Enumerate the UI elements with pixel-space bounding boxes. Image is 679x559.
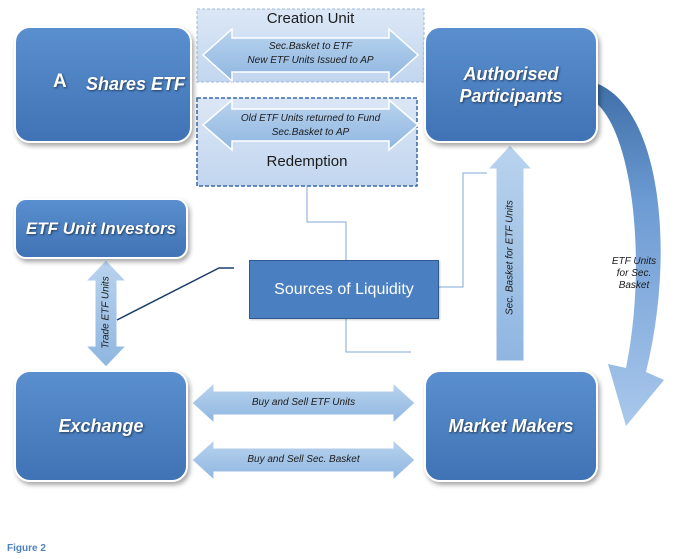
- redemption-double-arrow: [201, 98, 420, 152]
- etf-unit-investors-label: ETF Unit Investors: [25, 218, 177, 238]
- shares-etf-label: Shares ETF: [86, 74, 186, 94]
- etf-unit-investors-node[interactable]: ETF Unit Investors: [14, 198, 188, 259]
- exchange-node[interactable]: Exchange: [14, 370, 188, 482]
- connector-redemption-to-liquidity: [306, 186, 347, 260]
- connector-investors-to-liquidity: [116, 267, 234, 321]
- redemption-line-1: Old ETF Units returned to Fund: [240, 113, 381, 124]
- connector-liquidity-to-market-makers: [345, 319, 411, 353]
- buy-sell-etf-units-arrow: [191, 381, 416, 425]
- etf-units-for-sec-basket-line-1: ETF Units: [611, 256, 657, 267]
- figure-caption: Figure 2: [7, 543, 46, 554]
- authorised-participants-label: Authorised Participants: [459, 63, 563, 106]
- etf-units-for-sec-basket-label: ETF Units for Sec. Basket: [598, 256, 670, 292]
- sec-basket-for-etf-units-label: Sec. Basket for ETF Units: [504, 200, 516, 315]
- shares-etf-letter: A: [53, 71, 67, 92]
- connector-liquidity-to-ap: [438, 172, 487, 288]
- sources-of-liquidity-node[interactable]: Sources of Liquidity: [249, 260, 439, 319]
- etf-units-for-sec-basket-line-3: Basket: [618, 280, 650, 291]
- buy-sell-sec-basket-arrow: [191, 438, 416, 482]
- redemption-title: Redemption: [266, 153, 348, 170]
- buy-sell-sec-basket-label: Buy and Sell Sec. Basket: [247, 454, 360, 465]
- sec-basket-up-arrow: [486, 144, 534, 362]
- creation-unit-title: Creation Unit: [266, 10, 355, 27]
- buy-sell-etf-units-label: Buy and Sell ETF Units: [251, 397, 356, 408]
- authorised-participants-node[interactable]: Authorised Participants: [424, 26, 598, 143]
- market-makers-node[interactable]: Market Makers: [424, 370, 598, 482]
- shares-etf-node[interactable]: A Shares ETF: [14, 26, 192, 143]
- trade-etf-units-arrow: [84, 259, 128, 368]
- exchange-label: Exchange: [58, 415, 144, 436]
- sources-of-liquidity-label: Sources of Liquidity: [274, 280, 414, 298]
- market-makers-label: Market Makers: [448, 415, 574, 436]
- etf-units-curved-arrow: [592, 84, 664, 426]
- creation-double-arrow: [201, 27, 420, 83]
- creation-line-1: Sec.Basket to ETF: [268, 41, 353, 52]
- redemption-line-2: Sec.Basket to AP: [271, 127, 350, 138]
- etf-units-for-sec-basket-line-2: for Sec.: [616, 268, 652, 279]
- trade-etf-units-label: Trade ETF Units: [100, 276, 112, 349]
- creation-line-2: New ETF Units Issued to AP: [247, 55, 374, 66]
